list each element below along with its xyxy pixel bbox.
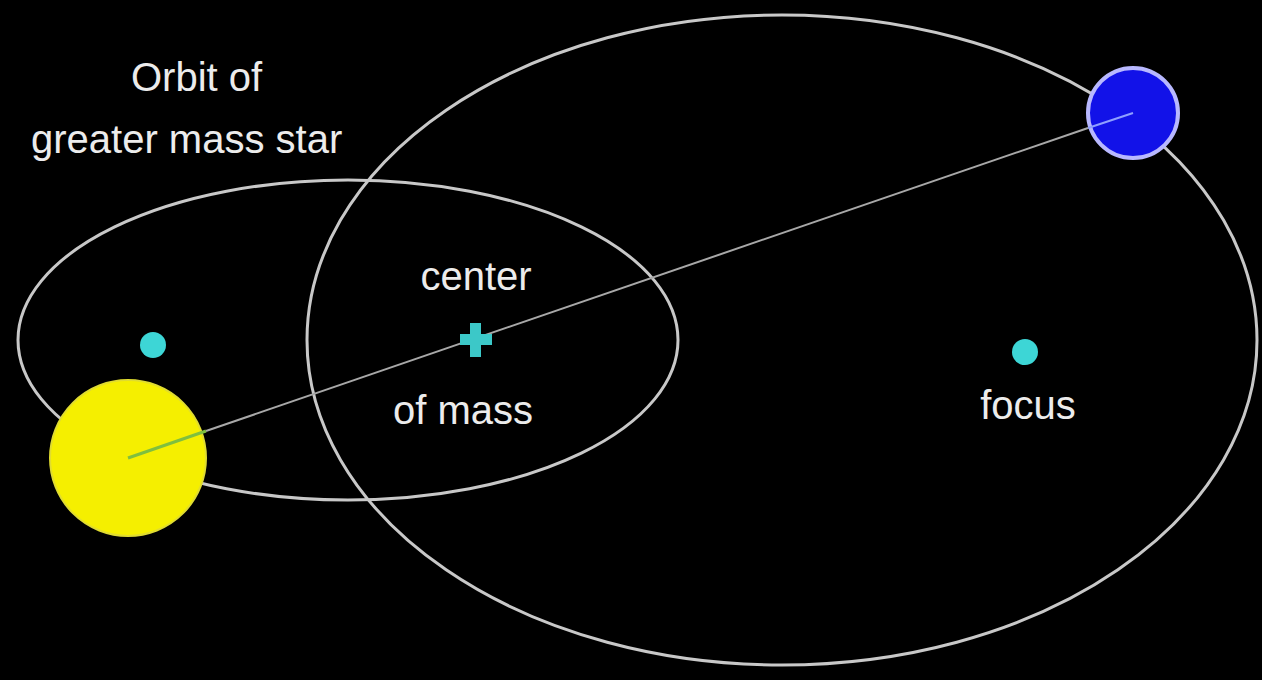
- focus-dot: [1012, 339, 1038, 365]
- focus-dot: [140, 332, 166, 358]
- connecting-line-inner: [1088, 113, 1133, 128]
- greater-mass-star: [50, 380, 206, 536]
- center-of-mass-label: of mass: [393, 385, 533, 435]
- orbit-label: Orbit of greater mass star: [31, 46, 393, 170]
- lesser-mass-star: [1088, 68, 1178, 158]
- connecting-line-inner: [128, 431, 206, 458]
- center-of-mass-label: center: [420, 251, 531, 301]
- connecting-line: [206, 128, 1088, 431]
- lesser-star-orbit: [307, 15, 1257, 665]
- center-of-mass-cross: [460, 323, 492, 357]
- focus-label: focus: [980, 380, 1076, 430]
- cross-bar: [470, 323, 481, 357]
